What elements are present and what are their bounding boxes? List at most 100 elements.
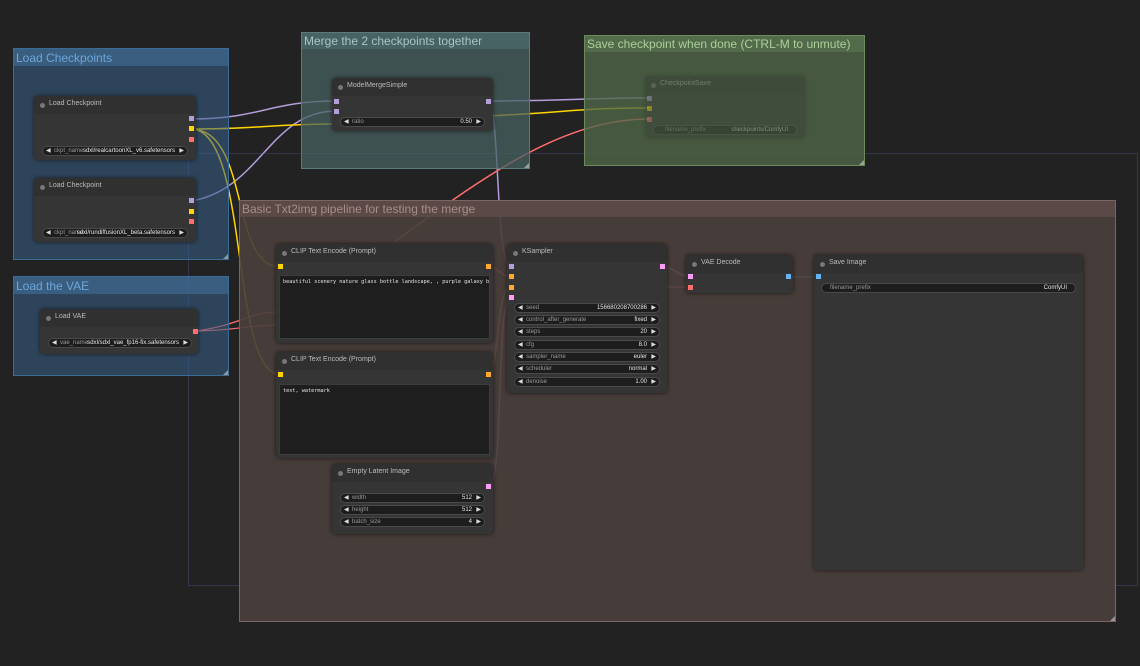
conditioning-output-port[interactable] (486, 264, 491, 269)
node-clip-text-encode-positive[interactable]: CLIP Text Encode (Prompt) beautiful scen… (276, 244, 493, 343)
collapse-dot[interactable] (338, 471, 343, 476)
clip-input-port[interactable] (278, 372, 283, 377)
arrow-right-icon[interactable]: ▶ (183, 340, 188, 346)
arrow-right-icon[interactable]: ▶ (651, 305, 656, 311)
vae-output-port[interactable] (189, 137, 194, 142)
images-input-port[interactable] (816, 274, 821, 279)
arrow-right-icon[interactable]: ▶ (476, 519, 481, 525)
collapse-dot[interactable] (651, 83, 656, 88)
arrow-left-icon[interactable]: ◀ (46, 148, 51, 154)
arrow-left-icon[interactable]: ◀ (518, 354, 523, 360)
group-resize-handle[interactable] (1110, 616, 1115, 621)
ckpt-name-combo[interactable]: ◀ ckpt_name sdxl/realcartoonXL_v6.safete… (42, 146, 188, 156)
model1-input-port[interactable] (334, 99, 339, 104)
collapse-dot[interactable] (46, 316, 51, 321)
vae-output-port[interactable] (189, 219, 194, 224)
node-ksampler[interactable]: KSampler ◀ seed 156680208700286 ▶ ◀ cont… (507, 244, 667, 393)
clip-input-port[interactable] (278, 264, 283, 269)
samples-input-port[interactable] (688, 274, 693, 279)
arrow-left-icon[interactable]: ◀ (518, 342, 523, 348)
node-save-image[interactable]: Save Image filename_prefix ComfyUI (814, 255, 1083, 570)
model-output-port[interactable] (486, 99, 491, 104)
filename-prefix-field[interactable]: filename_prefix checkpoints/ComfyUI (653, 125, 797, 135)
node-header[interactable]: Load Checkpoint (34, 96, 196, 114)
model-input-port[interactable] (509, 264, 514, 269)
arrow-left-icon[interactable]: ◀ (518, 379, 523, 385)
arrow-right-icon[interactable]: ▶ (651, 317, 656, 323)
vae-output-port[interactable] (193, 329, 198, 334)
node-header[interactable]: CLIP Text Encode (Prompt) (276, 352, 493, 370)
node-load-checkpoint-1[interactable]: Load Checkpoint ◀ ckpt_name sdxl/realcar… (34, 96, 196, 160)
node-load-checkpoint-2[interactable]: Load Checkpoint ◀ ckpt_name sdxl/rundiff… (34, 178, 196, 242)
arrow-right-icon[interactable]: ▶ (651, 342, 656, 348)
node-load-vae[interactable]: Load VAE ◀ vae_name sdxl/sdxl_vae_fp16-f… (40, 309, 198, 354)
clip-output-port[interactable] (189, 209, 194, 214)
arrow-left-icon[interactable]: ◀ (46, 230, 51, 236)
node-header[interactable]: VAE Decode (686, 255, 793, 273)
prompt-textarea[interactable]: text, watermark (279, 384, 490, 455)
clip-input-port[interactable] (647, 106, 652, 111)
node-header[interactable]: Load VAE (40, 309, 198, 327)
arrow-right-icon[interactable]: ▶ (476, 495, 481, 501)
filename-prefix-field[interactable]: filename_prefix ComfyUI (821, 283, 1076, 293)
model-input-port[interactable] (647, 96, 652, 101)
latent-output-port[interactable] (660, 264, 665, 269)
batch-size-number[interactable]: ◀ batch_size 4 ▶ (340, 517, 485, 527)
group-resize-handle[interactable] (524, 163, 529, 168)
positive-input-port[interactable] (509, 274, 514, 279)
steps-number[interactable]: ◀ steps 20 ▶ (514, 327, 660, 337)
arrow-right-icon[interactable]: ▶ (651, 329, 656, 335)
arrow-left-icon[interactable]: ◀ (52, 340, 57, 346)
arrow-left-icon[interactable]: ◀ (344, 519, 349, 525)
image-output-port[interactable] (786, 274, 791, 279)
model2-input-port[interactable] (334, 109, 339, 114)
arrow-left-icon[interactable]: ◀ (518, 317, 523, 323)
node-header[interactable]: Save Image (814, 255, 1083, 273)
vae-name-combo[interactable]: ◀ vae_name sdxl/sdxl_vae_fp16-fix.safete… (48, 338, 192, 348)
group-resize-handle[interactable] (859, 160, 864, 165)
arrow-left-icon[interactable]: ◀ (344, 495, 349, 501)
seed-number[interactable]: ◀ seed 156680208700286 ▶ (514, 303, 660, 313)
node-header[interactable]: KSampler (507, 244, 667, 262)
control-after-generate-combo[interactable]: ◀ control_after_generate fixed ▶ (514, 315, 660, 325)
collapse-dot[interactable] (40, 103, 45, 108)
width-number[interactable]: ◀ width 512 ▶ (340, 493, 485, 503)
node-vae-decode[interactable]: VAE Decode (686, 255, 793, 293)
arrow-right-icon[interactable]: ▶ (179, 148, 184, 154)
arrow-left-icon[interactable]: ◀ (518, 366, 523, 372)
collapse-dot[interactable] (282, 251, 287, 256)
node-empty-latent-image[interactable]: Empty Latent Image ◀ width 512 ▶ ◀ heigh… (332, 464, 493, 534)
arrow-right-icon[interactable]: ▶ (476, 507, 481, 513)
arrow-right-icon[interactable]: ▶ (476, 119, 481, 125)
collapse-dot[interactable] (513, 251, 518, 256)
latent-input-port[interactable] (509, 295, 514, 300)
model-output-port[interactable] (189, 116, 194, 121)
arrow-left-icon[interactable]: ◀ (344, 119, 349, 125)
ratio-number[interactable]: ◀ ratio 0.50 ▶ (340, 117, 485, 127)
node-header[interactable]: ModelMergeSimple (332, 78, 493, 96)
collapse-dot[interactable] (820, 262, 825, 267)
ckpt-name-combo[interactable]: ◀ ckpt_name sdxl/rundiffusionXL_beta.saf… (42, 228, 188, 238)
sampler-name-combo[interactable]: ◀ sampler_name euler ▶ (514, 352, 660, 362)
clip-output-port[interactable] (189, 126, 194, 131)
group-resize-handle[interactable] (223, 370, 228, 375)
height-number[interactable]: ◀ height 512 ▶ (340, 505, 485, 515)
node-clip-text-encode-negative[interactable]: CLIP Text Encode (Prompt) text, watermar… (276, 352, 493, 458)
node-header[interactable]: Load Checkpoint (34, 178, 196, 196)
node-header[interactable]: CheckpointSave (645, 76, 805, 94)
node-model-merge-simple[interactable]: ModelMergeSimple ◀ ratio 0.50 ▶ (332, 78, 493, 131)
collapse-dot[interactable] (338, 85, 343, 90)
conditioning-output-port[interactable] (486, 372, 491, 377)
arrow-left-icon[interactable]: ◀ (518, 305, 523, 311)
node-checkpoint-save[interactable]: CheckpointSave filename_prefix checkpoin… (645, 76, 805, 138)
collapse-dot[interactable] (40, 185, 45, 190)
group-save-checkpoint[interactable]: Save checkpoint when done (CTRL-M to unm… (584, 35, 865, 166)
collapse-dot[interactable] (282, 359, 287, 364)
arrow-right-icon[interactable]: ▶ (651, 379, 656, 385)
negative-input-port[interactable] (509, 285, 514, 290)
node-header[interactable]: CLIP Text Encode (Prompt) (276, 244, 493, 262)
arrow-right-icon[interactable]: ▶ (651, 366, 656, 372)
collapse-dot[interactable] (692, 262, 697, 267)
arrow-right-icon[interactable]: ▶ (651, 354, 656, 360)
cfg-number[interactable]: ◀ cfg 8.0 ▶ (514, 340, 660, 350)
